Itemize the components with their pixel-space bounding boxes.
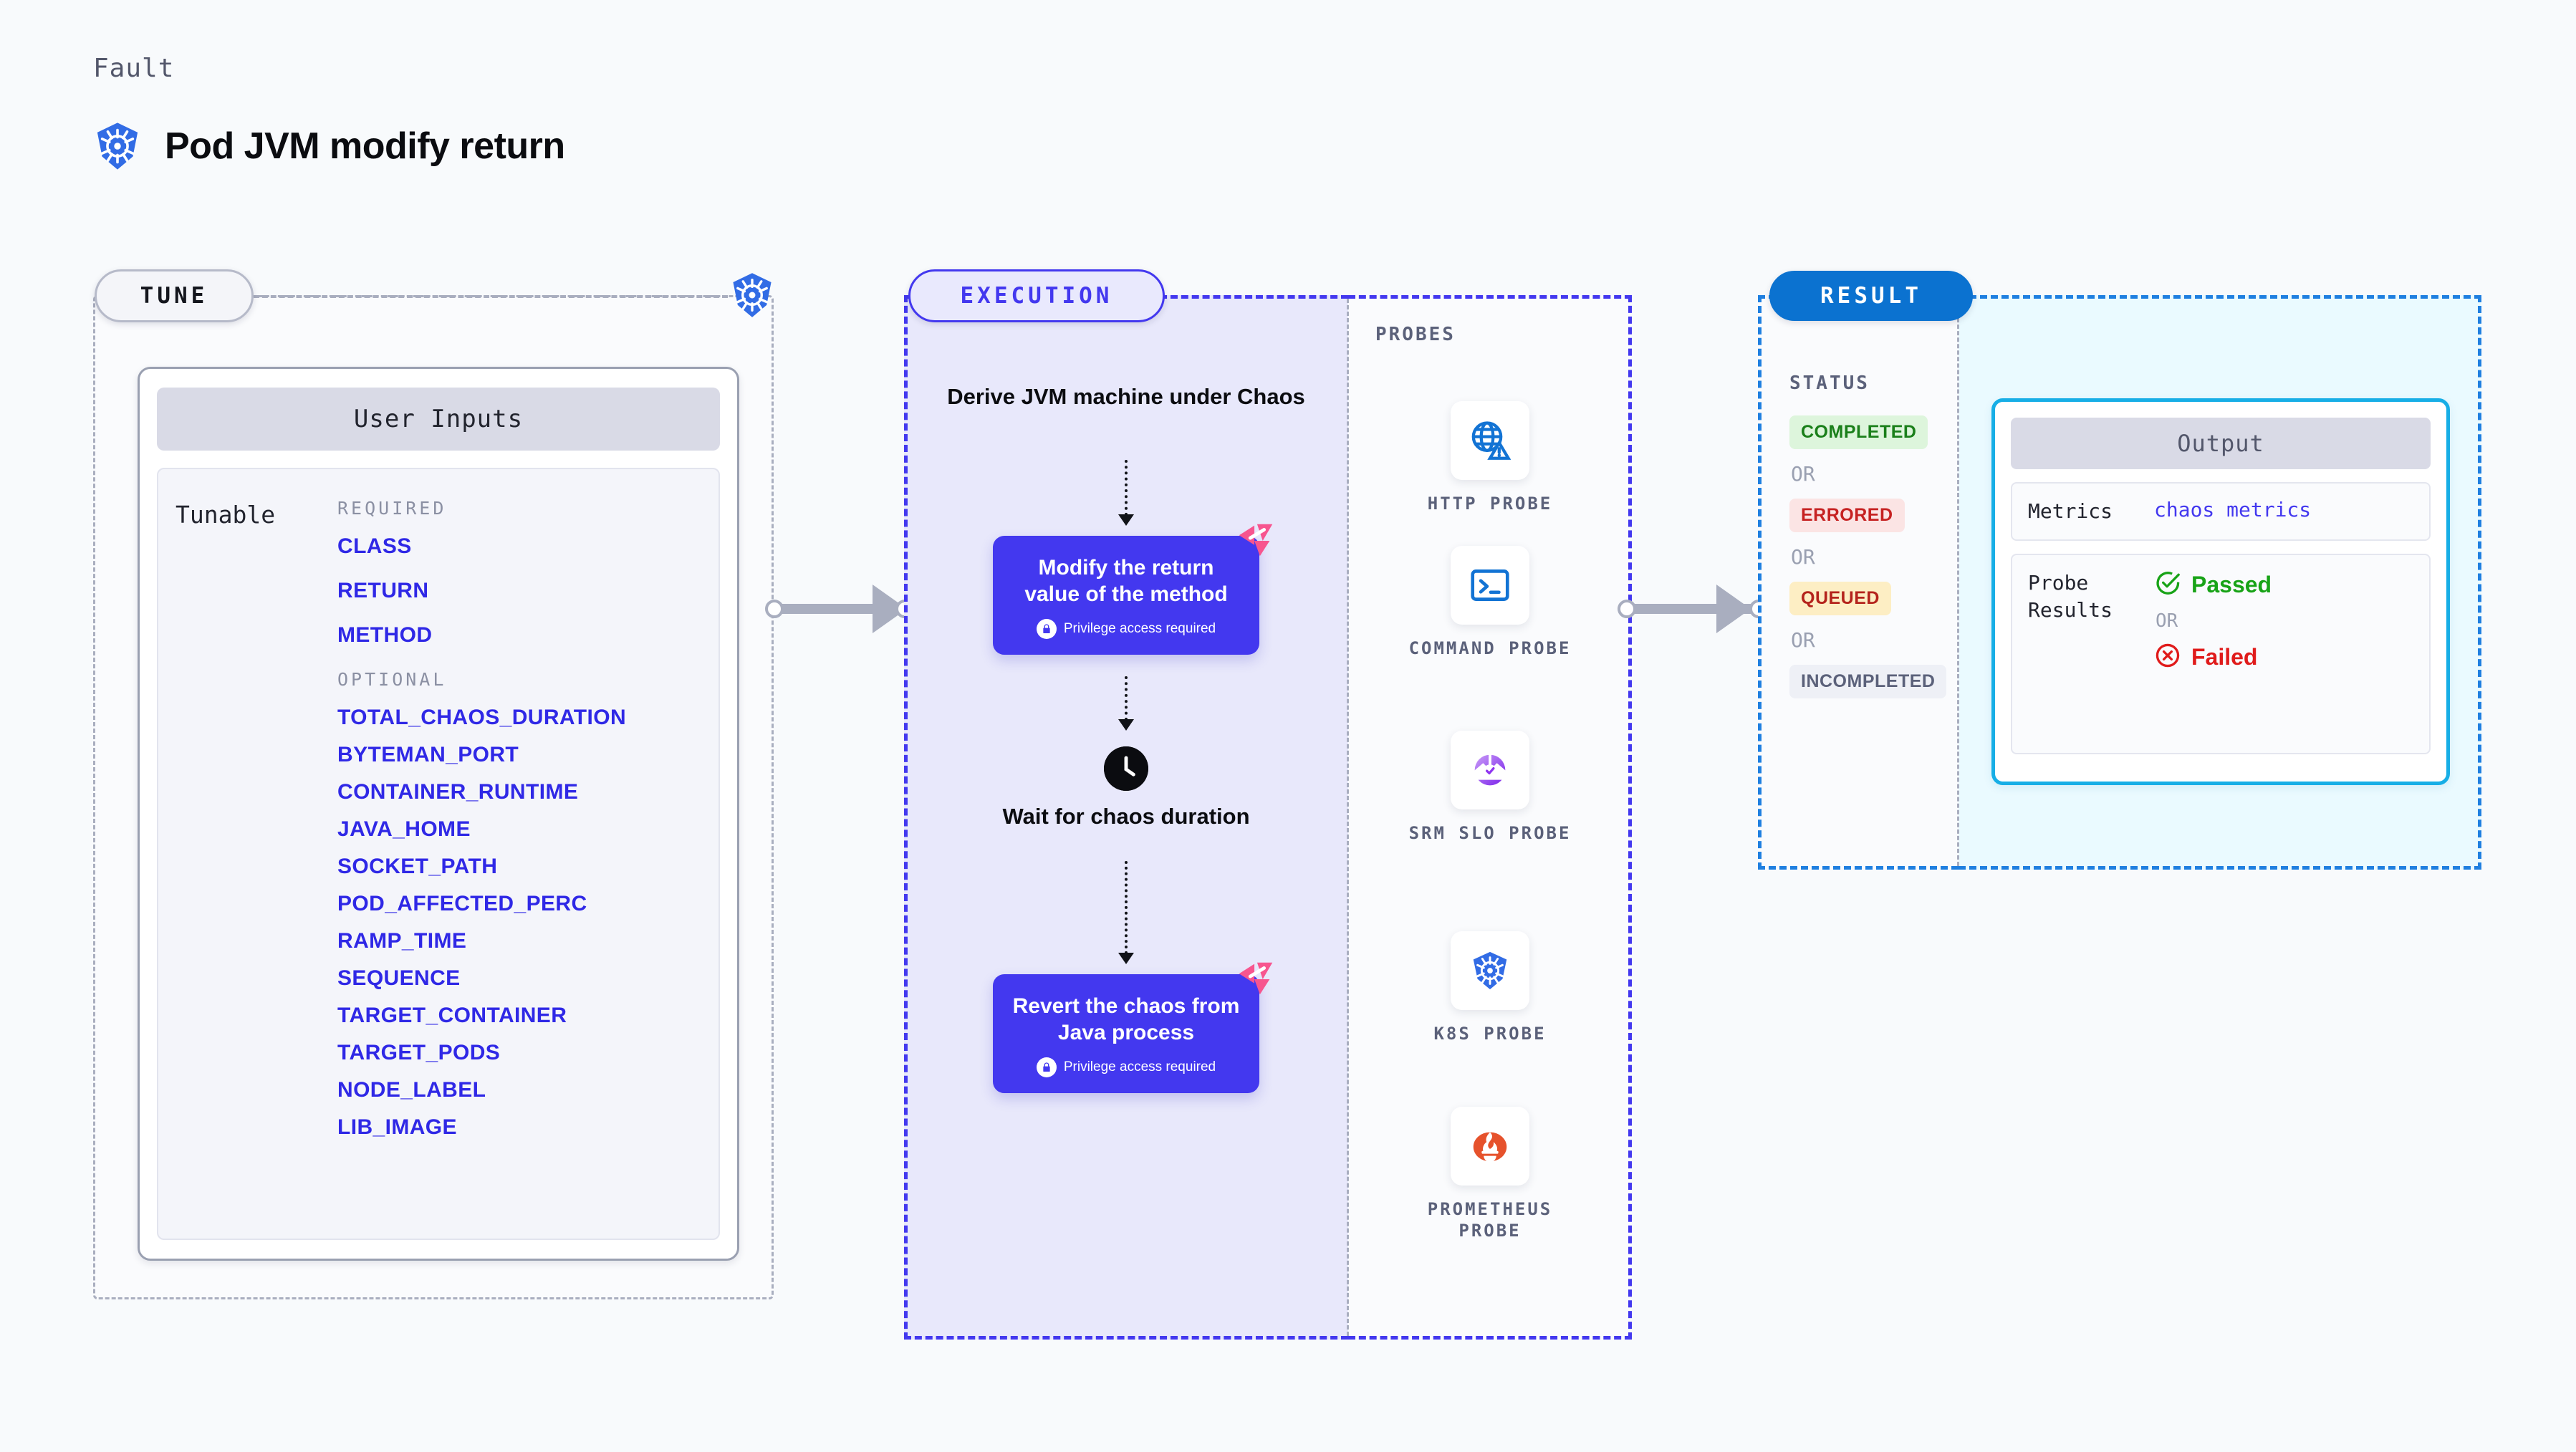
lock-icon <box>1036 1057 1057 1078</box>
probe-result-failed: Failed <box>2154 642 2272 673</box>
probe-command-label: COMMAND PROBE <box>1408 638 1572 658</box>
parameter-list: REQUIRED CLASS RETURN METHOD OPTIONAL TO… <box>337 469 719 1239</box>
tunable-label: Tunable <box>176 501 276 529</box>
flow-line-3 <box>1125 861 1128 954</box>
srm-slo-icon <box>1451 731 1529 809</box>
execution-card-1-note: Privilege access required <box>1009 619 1244 640</box>
status-badge-incompleted: INCOMPLETED <box>1789 665 1947 698</box>
probe-command[interactable]: COMMAND PROBE <box>1405 546 1575 659</box>
probe-prometheus[interactable]: PROMETHEUS PROBE <box>1405 1107 1575 1241</box>
output-metrics-key: Metrics <box>2028 499 2113 523</box>
result-badge: RESULT <box>1769 271 1973 321</box>
status-list: COMPLETED OR ERRORED OR QUEUED OR INCOMP… <box>1789 415 1947 698</box>
flow-arrow-2 <box>1118 719 1134 731</box>
flow-line-2 <box>1125 676 1128 721</box>
probes-title: PROBES <box>1375 324 1456 345</box>
optional-group-header: OPTIONAL <box>337 669 447 690</box>
param-ramp-time[interactable]: RAMP_TIME <box>337 929 467 953</box>
param-sequence[interactable]: SEQUENCE <box>337 966 461 990</box>
probe-srm-slo[interactable]: SRM SLO PROBE <box>1405 731 1575 844</box>
execution-card-2-text: Revert the chaos from Java process <box>1012 994 1240 1045</box>
execution-card-2-note-text: Privilege access required <box>1063 1059 1216 1075</box>
param-target-pods[interactable]: TARGET_PODS <box>337 1041 501 1064</box>
probe-k8s-label: K8S PROBE <box>1433 1024 1547 1044</box>
param-pod-affected-perc[interactable]: POD_AFFECTED_PERC <box>337 892 587 915</box>
status-or-1: OR <box>1791 462 1815 486</box>
execution-step-title: Derive JVM machine under Chaos <box>947 384 1305 409</box>
kubernetes-icon <box>92 120 143 172</box>
param-lib-image[interactable]: LIB_IMAGE <box>337 1115 457 1139</box>
output-metrics-value[interactable]: chaos metrics <box>2154 498 2312 521</box>
lock-icon <box>1036 619 1057 640</box>
x-circle-icon <box>2154 642 2181 673</box>
output-title: Output <box>2011 418 2431 469</box>
execution-wait-text: Wait for chaos duration <box>1002 804 1250 829</box>
page-title: Pod JVM modify return <box>165 125 565 167</box>
globe-warning-icon <box>1451 401 1529 480</box>
user-inputs-card: User Inputs Tunable REQUIRED CLASS RETUR… <box>138 367 739 1261</box>
litmus-icon <box>1234 517 1278 562</box>
check-circle-icon <box>2154 569 2181 600</box>
user-inputs-body: Tunable REQUIRED CLASS RETURN METHOD OPT… <box>157 468 720 1240</box>
flow-arrow-1 <box>1118 514 1134 526</box>
status-or-2: OR <box>1791 545 1815 569</box>
clock-icon <box>1104 746 1148 791</box>
execution-badge: EXECUTION <box>908 269 1165 322</box>
terminal-icon <box>1451 546 1529 625</box>
output-metrics-row: Metrics chaos metrics <box>2011 482 2431 541</box>
status-badge-completed: COMPLETED <box>1789 415 1928 449</box>
output-probe-values: Passed OR Failed <box>2154 569 2272 739</box>
probe-result-or: OR <box>2156 610 2178 632</box>
probe-prometheus-label: PROMETHEUS PROBE <box>1427 1199 1553 1241</box>
execution-card-2-note: Privilege access required <box>1009 1057 1244 1078</box>
param-return[interactable]: RETURN <box>337 579 429 602</box>
param-target-container[interactable]: TARGET_CONTAINER <box>337 1004 567 1027</box>
flow-arrow-3 <box>1118 953 1134 964</box>
required-group-header: REQUIRED <box>337 498 447 519</box>
output-probe-key: Probe Results <box>2028 570 2113 622</box>
status-or-3: OR <box>1791 628 1815 652</box>
probe-result-passed: Passed <box>2154 569 2272 600</box>
required-params: CLASS RETURN METHOD <box>337 536 719 646</box>
prometheus-icon <box>1451 1107 1529 1186</box>
status-badge-queued: QUEUED <box>1789 582 1891 615</box>
probe-failed-label: Failed <box>2191 643 2258 670</box>
output-card: Output Metrics chaos metrics Probe Resul… <box>1991 398 2450 785</box>
execution-card-1-note-text: Privilege access required <box>1063 621 1216 637</box>
param-method[interactable]: METHOD <box>337 623 433 647</box>
execution-card-revert-chaos[interactable]: Revert the chaos from Java process Privi… <box>993 962 1273 1094</box>
param-total-chaos-duration[interactable]: TOTAL_CHAOS_DURATION <box>337 706 627 729</box>
fault-kicker: Fault <box>93 54 175 83</box>
tune-dashed-connector <box>254 295 728 298</box>
execution-card-1-text: Modify the return value of the method <box>1024 556 1228 607</box>
probe-passed-label: Passed <box>2191 571 2272 597</box>
tune-badge: TUNE <box>95 269 254 322</box>
probe-k8s[interactable]: K8S PROBE <box>1405 931 1575 1044</box>
litmus-icon <box>1234 956 1278 1000</box>
flow-line-1 <box>1125 460 1128 516</box>
arrow-head-probes-to-result <box>1716 585 1751 633</box>
kubernetes-marker-icon <box>728 271 777 323</box>
param-class[interactable]: CLASS <box>337 534 412 558</box>
user-inputs-title: User Inputs <box>157 388 720 451</box>
fault-title-row: Pod JVM modify return <box>92 120 565 172</box>
probe-srm-slo-label: SRM SLO PROBE <box>1408 823 1572 843</box>
output-probe-results-row: Probe Results Passed OR <box>2011 553 2431 754</box>
connector-dot-probes-out <box>1618 600 1636 618</box>
param-socket-path[interactable]: SOCKET_PATH <box>337 855 498 878</box>
probe-http-label: HTTP PROBE <box>1427 494 1553 514</box>
param-node-label[interactable]: NODE_LABEL <box>337 1078 486 1102</box>
status-badge-errored: ERRORED <box>1789 499 1905 532</box>
execution-flow: Derive JVM machine under Chaos Modify th… <box>904 295 1348 1340</box>
kubernetes-icon <box>1451 931 1529 1010</box>
param-java-home[interactable]: JAVA_HOME <box>337 817 471 841</box>
optional-params: TOTAL_CHAOS_DURATION BYTEMAN_PORT CONTAI… <box>337 707 719 1138</box>
execution-card-modify-return[interactable]: Modify the return value of the method Pr… <box>993 524 1273 655</box>
status-title: STATUS <box>1789 372 1870 394</box>
probe-http[interactable]: HTTP PROBE <box>1405 401 1575 514</box>
param-container-runtime[interactable]: CONTAINER_RUNTIME <box>337 780 579 804</box>
param-byteman-port[interactable]: BYTEMAN_PORT <box>337 743 519 766</box>
